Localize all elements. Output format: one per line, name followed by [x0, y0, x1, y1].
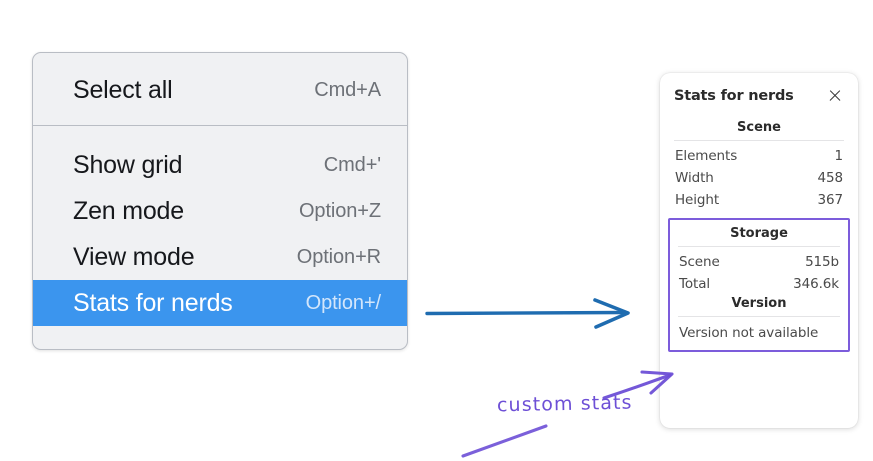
version-value: Version not available — [679, 325, 819, 341]
stat-value: 515b — [805, 254, 839, 270]
scene-section-heading: Scene — [737, 120, 781, 135]
menu-item-stats-for-nerds[interactable]: Stats for nerds Option+/ — [33, 280, 407, 326]
menu-item-label: View mode — [73, 242, 195, 271]
menu-section-1: Select all Cmd+A — [33, 53, 407, 125]
stat-key: Elements — [675, 148, 738, 164]
section-rule — [678, 246, 840, 247]
storage-section-heading: Storage — [730, 226, 788, 241]
menu-item-select-all[interactable]: Select all Cmd+A — [33, 67, 407, 113]
canvas-context-menu[interactable]: Select all Cmd+A Show grid Cmd+' Zen mod… — [32, 52, 408, 350]
stats-for-nerds-panel: Stats for nerds Scene Elements 1 Width 4… — [660, 73, 858, 428]
stat-key: Total — [679, 276, 711, 292]
menu-item-label: Show grid — [73, 150, 183, 179]
menu-item-zen-mode[interactable]: Zen mode Option+Z — [33, 188, 407, 234]
stat-row-elements: Elements 1 — [672, 145, 846, 167]
menu-item-label: Stats for nerds — [73, 288, 233, 317]
menu-section-2: Show grid Cmd+' Zen mode Option+Z View m… — [33, 126, 407, 338]
menu-item-label: Zen mode — [73, 196, 184, 225]
stat-key: Width — [675, 170, 714, 186]
menu-item-shortcut: Cmd+' — [323, 153, 381, 176]
menu-item-shortcut: Option+/ — [305, 291, 381, 314]
panel-title: Stats for nerds — [674, 88, 794, 104]
blue-arrow-annotation — [425, 298, 630, 329]
custom-stats-highlight-box: Storage Scene 515b Total 346.6k Version … — [668, 218, 850, 352]
menu-divider — [33, 125, 407, 126]
purple-underline-annotation — [461, 424, 548, 458]
stat-value: 458 — [817, 170, 844, 186]
menu-item-view-mode[interactable]: View mode Option+R — [33, 234, 407, 280]
stat-value: 346.6k — [793, 276, 839, 292]
stat-key: Scene — [679, 254, 720, 270]
stats-panel-header: Stats for nerds — [672, 85, 846, 104]
stat-value: 1 — [834, 148, 844, 164]
close-icon[interactable] — [827, 88, 843, 104]
menu-item-shortcut: Option+Z — [298, 199, 381, 222]
menu-item-shortcut: Option+R — [296, 245, 381, 268]
stat-key: Height — [675, 192, 720, 208]
menu-item-shortcut: Cmd+A — [314, 78, 381, 101]
stat-row-storage-scene: Scene 515b — [676, 251, 842, 273]
custom-stats-annotation-label: custom stats — [496, 391, 633, 417]
stat-row-height: Height 367 — [672, 189, 846, 211]
section-rule — [678, 316, 840, 317]
stat-row-width: Width 458 — [672, 167, 846, 189]
menu-item-show-grid[interactable]: Show grid Cmd+' — [33, 142, 407, 188]
version-section-heading: Version — [731, 296, 787, 311]
section-rule — [674, 140, 844, 141]
stat-value: 367 — [817, 192, 844, 208]
menu-item-label: Select all — [73, 75, 173, 104]
stat-row-storage-total: Total 346.6k — [676, 273, 842, 295]
